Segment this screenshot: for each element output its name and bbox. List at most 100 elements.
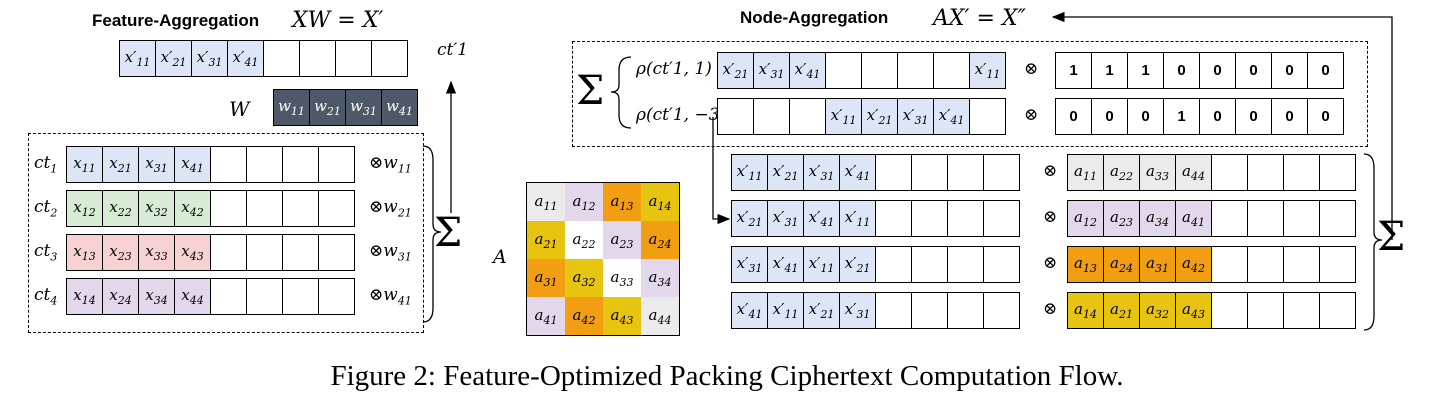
matrix-cell: a33 [603,259,641,297]
diagonal-cell [1283,292,1320,329]
ciphertext-cell: x41 [174,146,211,183]
rotated-cell: x′41 [789,52,826,89]
shifted-feature-cell [983,292,1020,329]
shifted-feature-cell [875,246,912,283]
diagonal-cell [1319,154,1356,191]
diag-multiply-op: ⊗ [1043,207,1058,227]
diagonal-cell [1247,246,1284,283]
diagonal-cell [1283,154,1320,191]
matrix-cell: a43 [603,297,641,335]
matrix-cell: a21 [527,221,565,259]
weight-cell: w31 [345,89,382,126]
diagonal-cell [1319,292,1356,329]
ciphertext-cell [282,190,319,227]
shifted-feature-cell: x′31 [839,292,876,329]
output-cell: x′11 [119,40,156,77]
shifted-feature-cell: x′21 [731,200,768,237]
rotated-cell [969,98,1006,135]
shifted-feature-cell: x′11 [767,292,804,329]
ciphertext-cell: x14 [66,278,103,315]
diagonal-cell: a44 [1175,154,1212,191]
ciphertext-cell: x42 [174,190,211,227]
rotation-box [572,41,1368,147]
rotated-cell: x′11 [825,98,862,135]
diag-multiply-op: ⊗ [1043,299,1058,319]
output-cell: x′41 [227,40,264,77]
shifted-feature-cell [875,200,912,237]
shifted-feature-cell [875,154,912,191]
matrix-cell: a23 [603,221,641,259]
shifted-feature-cell: x′21 [839,246,876,283]
diagonal-cell: a43 [1175,292,1212,329]
ciphertext-cell [318,146,355,183]
figure-caption: Figure 2: Feature-Optimized Packing Ciph… [330,360,1124,392]
rotation-label: ρ(ct′1, −3) [636,105,727,125]
mask-multiply-op: ⊗ [1024,105,1039,125]
weight-label: W [229,97,250,121]
ciphertext-label: ct4 [34,285,58,308]
weight-cell: w11 [273,89,310,126]
ciphertext-cell [246,146,283,183]
mask-cell: 0 [1307,98,1344,135]
rotated-cell [933,52,970,89]
shifted-feature-cell: x′21 [767,154,804,191]
rotated-cell: x′31 [753,52,790,89]
output-cell: x′21 [155,40,192,77]
matrix-cell: a24 [641,221,679,259]
shifted-feature-cell: x′41 [731,292,768,329]
diagonal-cell: a32 [1139,292,1176,329]
ciphertext-cell [210,278,247,315]
matrix-cell: a44 [641,297,679,335]
rotation-label: ρ(ct′1, 1) [636,59,712,79]
diagonal-cell [1247,154,1284,191]
weight-multiply-op: ⊗w11 [369,153,412,176]
diagonal-cell [1319,246,1356,283]
ciphertext-cell [246,278,283,315]
shifted-feature-cell: x′31 [767,200,804,237]
diag-multiply-op: ⊗ [1043,161,1058,181]
matrix-cell: a41 [527,297,565,335]
shifted-feature-cell: x′31 [803,154,840,191]
ciphertext-cell [282,146,319,183]
mask-cell: 0 [1199,98,1236,135]
diagonal-cell [1283,246,1320,283]
weight-multiply-op: ⊗w41 [369,285,412,308]
matrix-a-label: A [493,246,507,268]
weight-multiply-op: ⊗w31 [369,241,412,264]
ciphertext-cell: x23 [102,234,139,271]
feature-aggregation-title: Feature-Aggregation [92,11,260,30]
ciphertext-label: ct1 [34,153,58,176]
matrix-cell: a11 [527,183,565,221]
diagonal-cell: a11 [1067,154,1104,191]
node-aggregation-equation: AX′ = X″ [933,6,1026,31]
ciphertext-cell [210,234,247,271]
diagonal-cell: a31 [1139,246,1176,283]
feature-aggregation-equation: XW = X′ [292,8,384,33]
ciphertext-cell [246,190,283,227]
shifted-feature-cell [911,200,948,237]
shifted-feature-cell [983,154,1020,191]
matrix-cell: a32 [565,259,603,297]
ciphertext-label: ct3 [34,241,58,264]
rotated-cell: x′21 [717,52,754,89]
mask-cell: 0 [1235,98,1272,135]
ciphertext-cell: x43 [174,234,211,271]
node-sum-symbol: Σ [1377,214,1406,260]
diagonal-cell: a22 [1103,154,1140,191]
mask-cell: 0 [1307,52,1344,89]
shifted-feature-cell [911,246,948,283]
matrix-cell: a31 [527,259,565,297]
shifted-feature-cell [947,154,984,191]
mask-multiply-op: ⊗ [1024,59,1039,79]
